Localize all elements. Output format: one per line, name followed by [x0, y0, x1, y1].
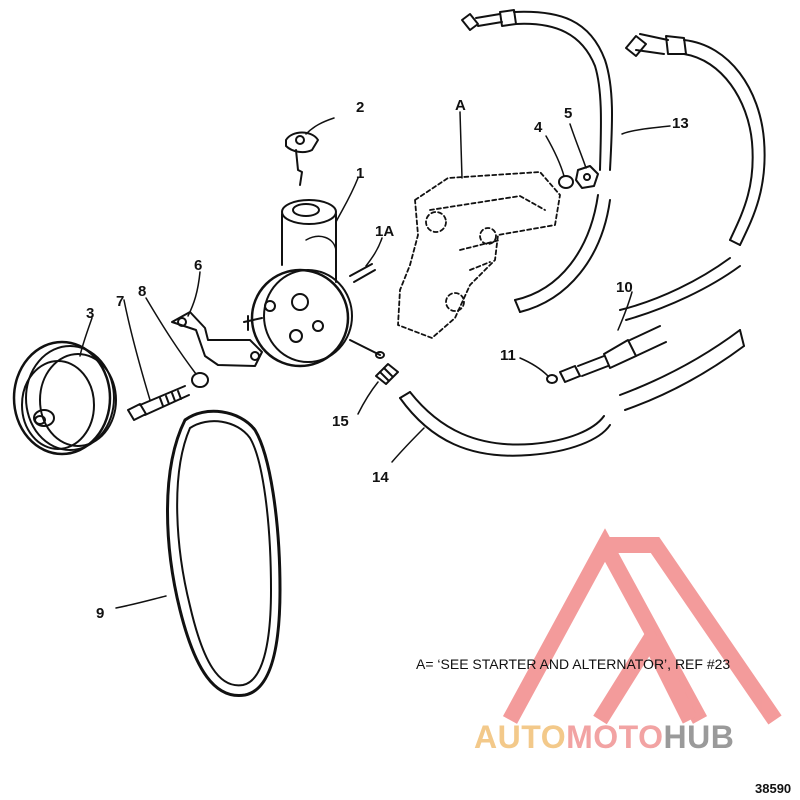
- callout-1: 1: [356, 165, 365, 182]
- watermark-logo: [502, 528, 782, 725]
- watermark-text: AUTOMOTOHUB: [474, 719, 734, 756]
- stud: [349, 263, 376, 283]
- callout-4: 4: [534, 119, 543, 136]
- o-ring: [546, 374, 558, 384]
- callout-11: 11: [500, 347, 516, 364]
- pulley: [12, 340, 117, 456]
- washer: [191, 372, 209, 388]
- mounting-bracket-ref: [397, 171, 561, 339]
- callout-14: 14: [372, 469, 389, 486]
- return-hose: [619, 33, 766, 321]
- washer-4: [558, 175, 574, 189]
- callout-15: 15: [332, 413, 349, 430]
- callout-a: A: [455, 97, 466, 114]
- pressure-hose: [461, 9, 614, 313]
- fitting: [375, 363, 399, 385]
- callout-10: 10: [616, 279, 633, 296]
- callout-6: 6: [194, 257, 203, 274]
- callout-8: 8: [138, 283, 147, 300]
- cooler-hose: [559, 325, 745, 411]
- watermark-hub: HUB: [663, 719, 735, 755]
- bolt: [127, 385, 190, 421]
- callout-2: 2: [356, 99, 365, 116]
- callout-7: 7: [116, 293, 125, 310]
- bracket: [171, 311, 263, 367]
- callout-9: 9: [96, 605, 105, 622]
- supply-hose: [399, 391, 611, 457]
- reservoir-cap: [285, 131, 319, 186]
- power-steering-pump: [243, 199, 385, 368]
- callout-13: 13: [672, 115, 689, 132]
- callout-5: 5: [564, 105, 573, 122]
- reference-note: A= ‘SEE STARTER AND ALTERNATOR’, REF #23: [416, 656, 731, 672]
- callout-1a: 1A: [375, 223, 395, 240]
- callout-3: 3: [86, 305, 95, 322]
- nut-5: [575, 165, 599, 189]
- figure-number: 38590: [755, 781, 792, 796]
- leader-lines: [79, 111, 671, 609]
- watermark-moto: MOTO: [566, 719, 664, 755]
- drive-belt: [166, 409, 282, 698]
- watermark-auto: AUTO: [474, 719, 567, 755]
